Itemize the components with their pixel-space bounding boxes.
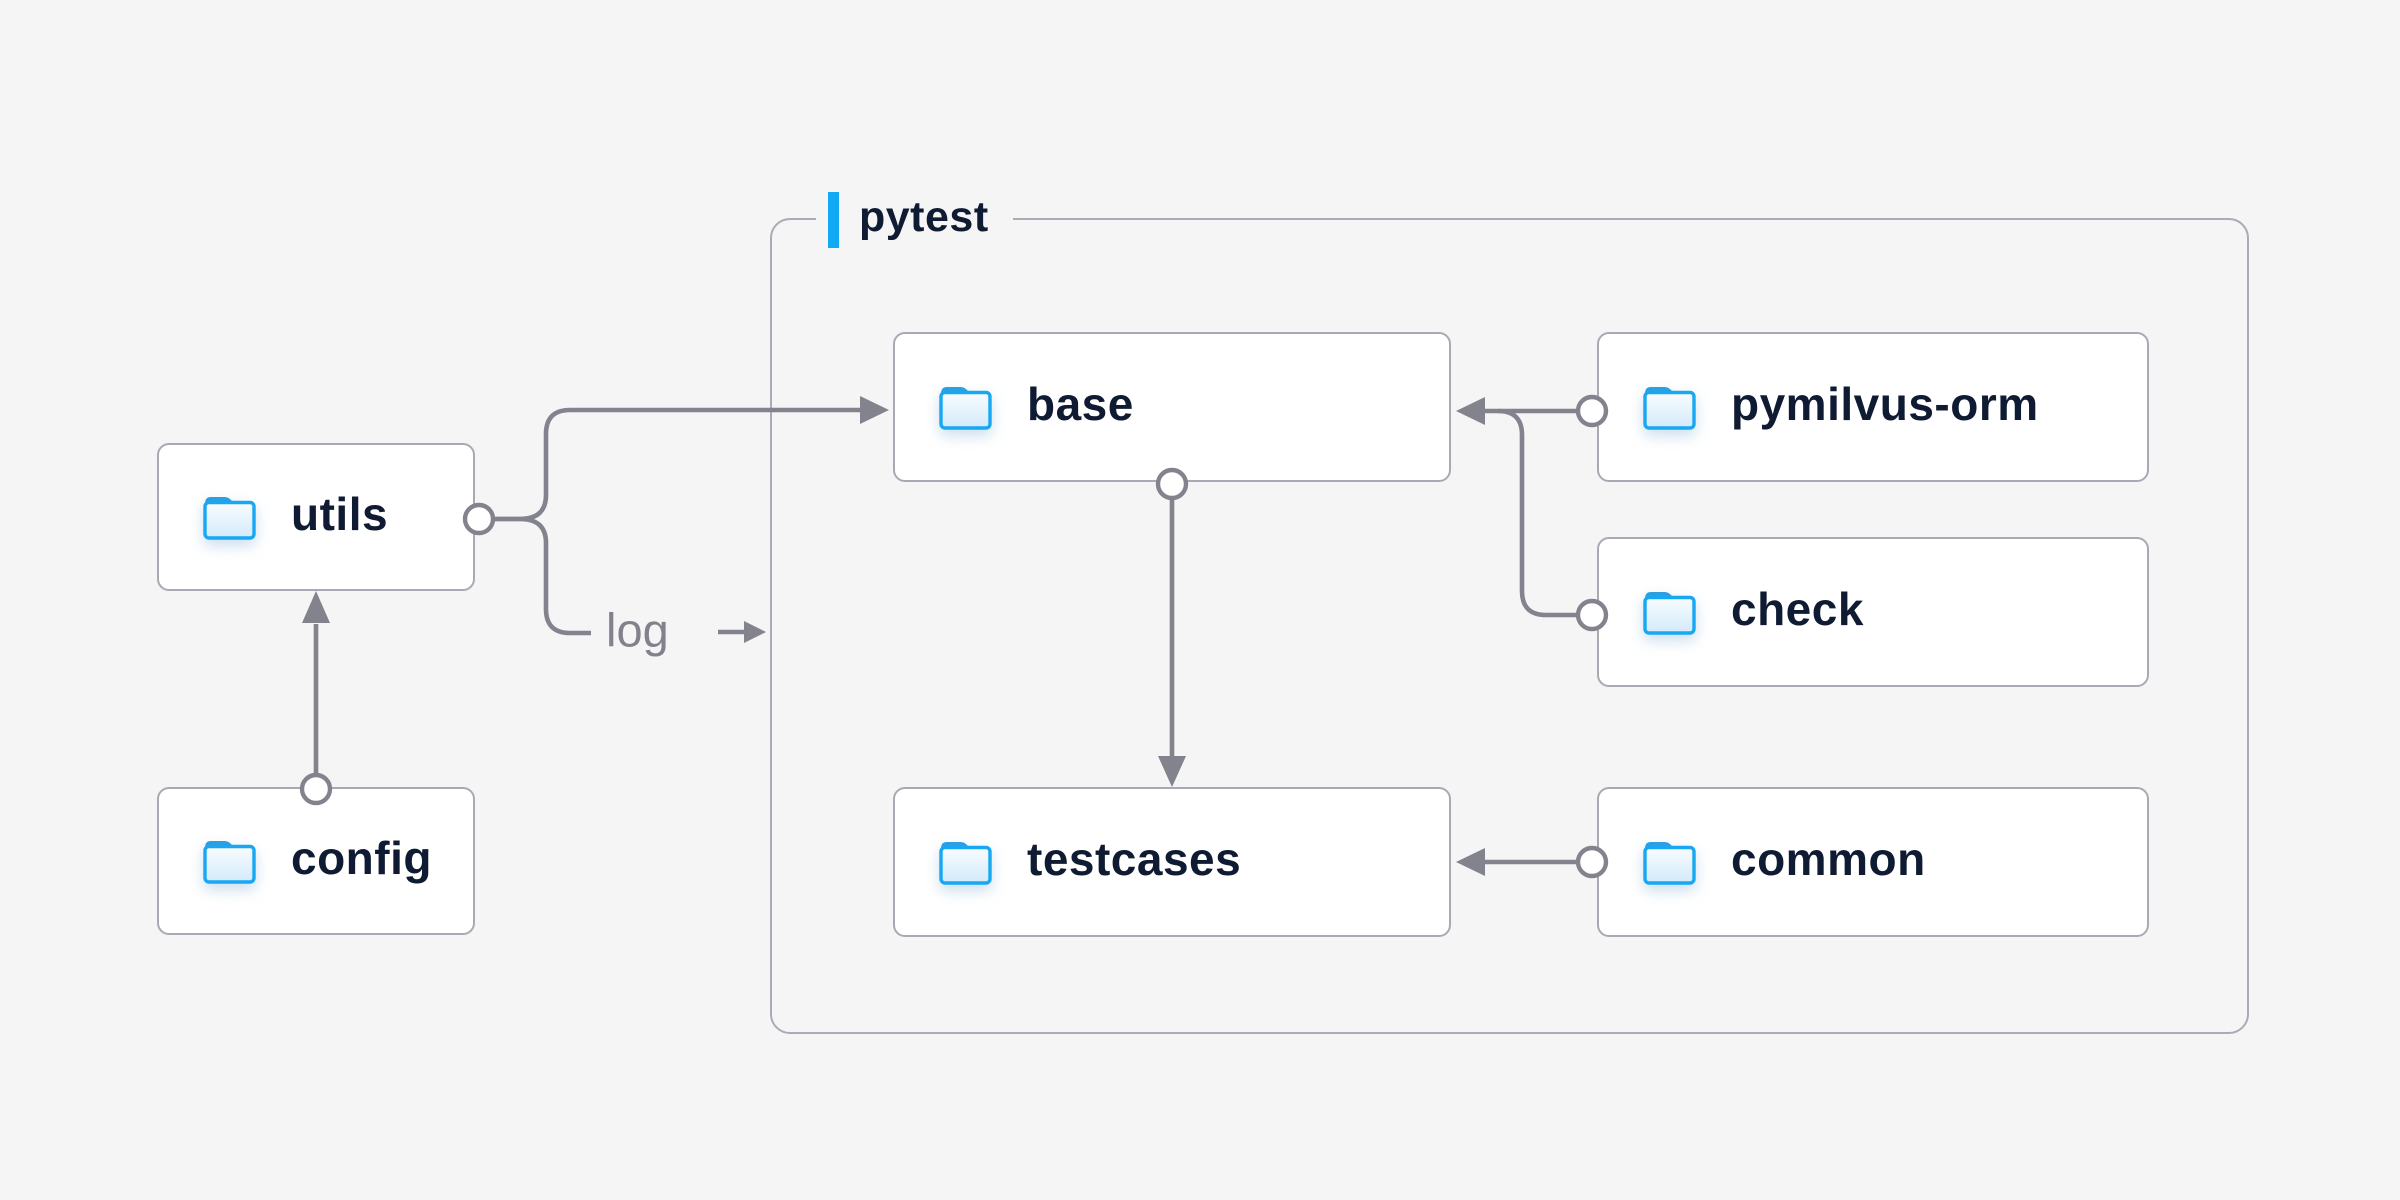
node-label-check: check (1731, 583, 1864, 635)
node-testcases: testcases (893, 787, 1451, 937)
node-check: check (1597, 537, 2149, 687)
folder-icon (203, 497, 256, 540)
node-label-base: base (1027, 378, 1134, 430)
node-label-pymilvus-orm: pymilvus-orm (1731, 378, 2039, 430)
folder-icon (939, 387, 992, 430)
edge-log-into-pytest (718, 621, 766, 643)
node-pymilvus-orm: pymilvus-orm (1597, 332, 2149, 482)
folder-icon (939, 842, 992, 885)
node-label-common: common (1731, 833, 1926, 885)
accent-bar (828, 192, 839, 248)
edge-label-log: log (606, 603, 669, 657)
folder-icon (1643, 842, 1696, 885)
pytest-group-label: pytest (816, 192, 1013, 248)
arrowhead-up (302, 591, 330, 623)
node-base: base (893, 332, 1451, 482)
pytest-group: pytest (770, 192, 2249, 1034)
arrowhead-right-small (744, 621, 766, 643)
node-utils: utils (157, 443, 475, 591)
node-common: common (1597, 787, 2149, 937)
folder-icon (1643, 387, 1696, 430)
folder-icon (203, 841, 256, 884)
folder-icon (1643, 592, 1696, 635)
node-config: config (157, 787, 475, 935)
group-label-text: pytest (859, 192, 989, 241)
node-label-config: config (291, 832, 432, 884)
edge-config-to-utils (299, 591, 333, 806)
node-label-testcases: testcases (1027, 833, 1242, 885)
node-label-utils: utils (291, 488, 389, 540)
edge-utils-to-log (462, 502, 591, 636)
